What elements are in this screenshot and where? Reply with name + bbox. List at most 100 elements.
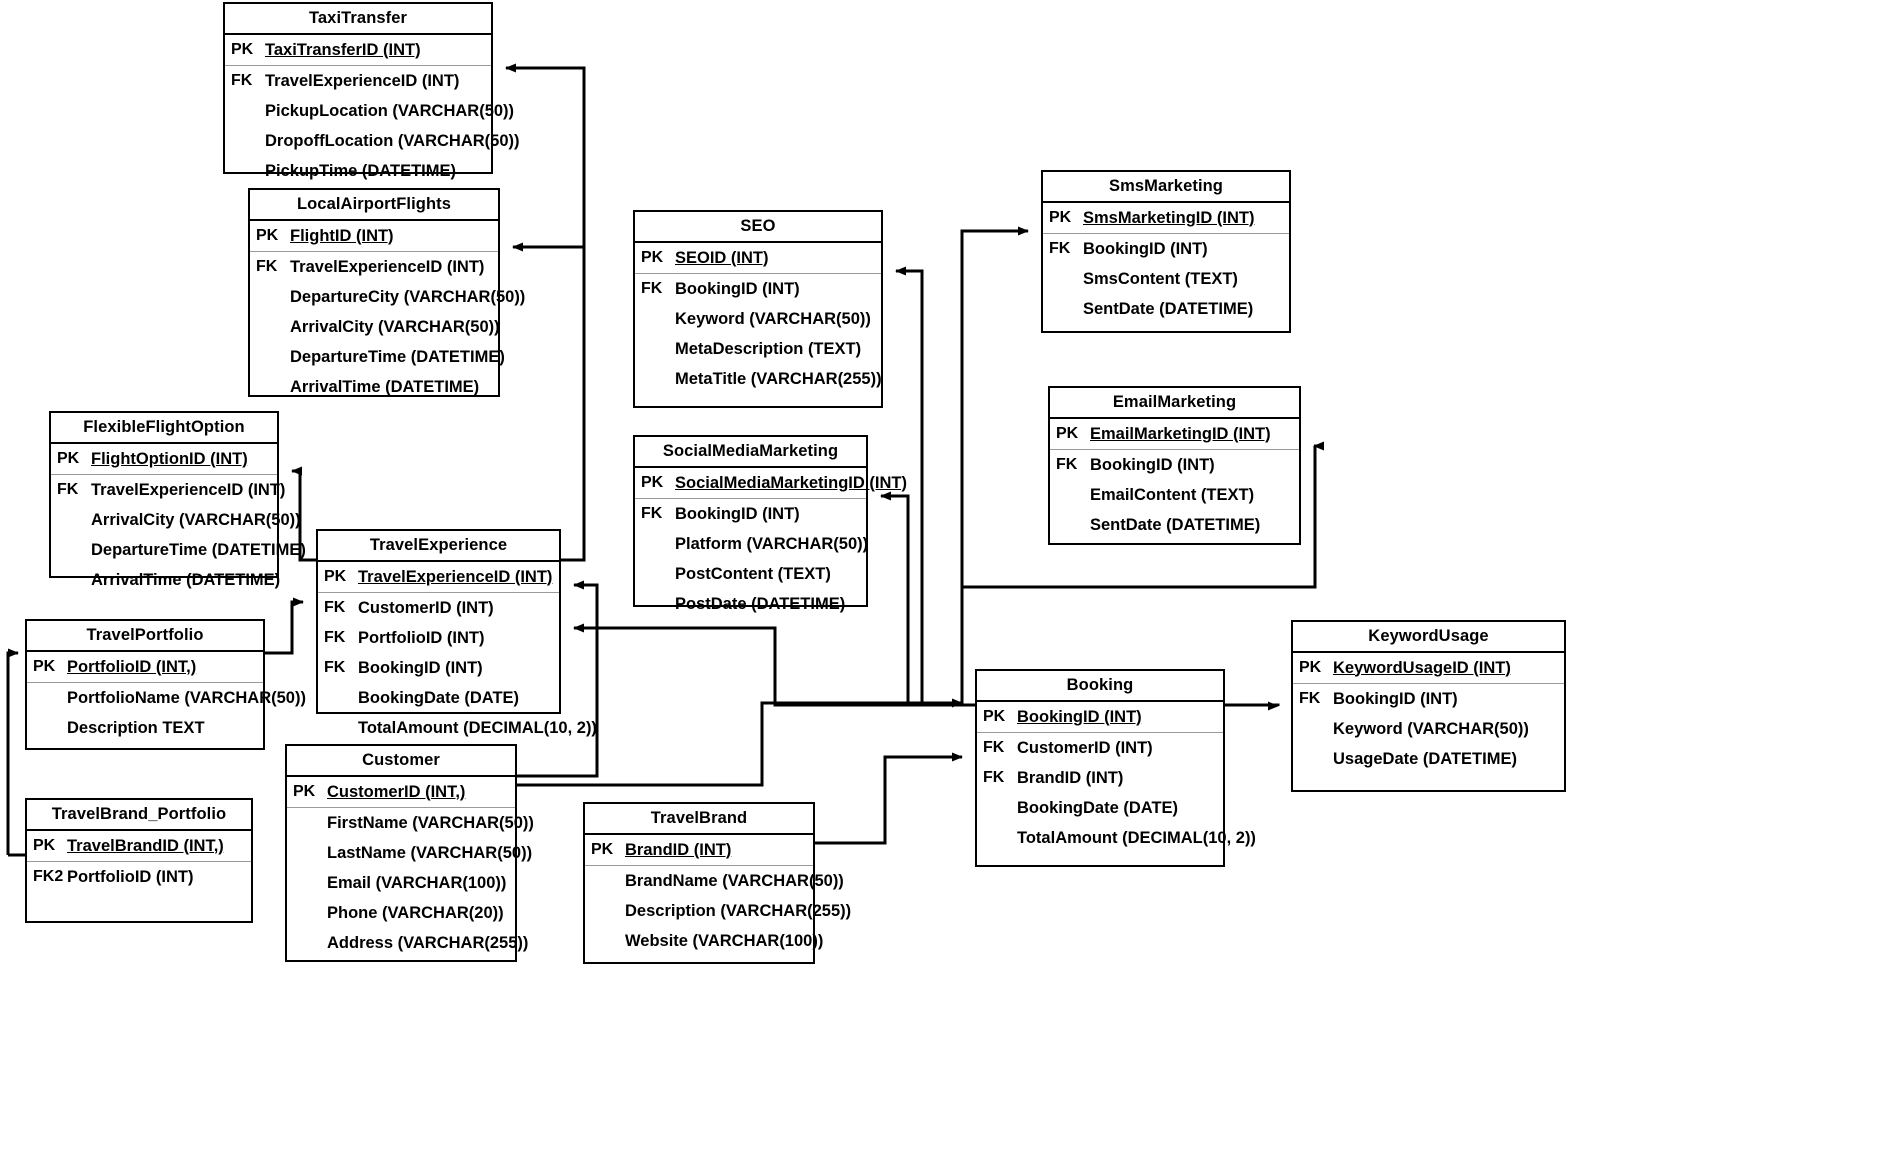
- attribute-name: ArrivalCity (VARCHAR(50)): [91, 510, 301, 529]
- attribute-row[interactable]: TotalAmount (DECIMAL(10, 2)): [977, 823, 1256, 853]
- attribute-row[interactable]: Description (VARCHAR(255)): [585, 896, 851, 926]
- attribute-key: PK: [231, 41, 254, 58]
- attribute-row[interactable]: BrandName (VARCHAR(50)): [585, 866, 844, 896]
- attribute-row[interactable]: LastName (VARCHAR(50)): [287, 838, 532, 868]
- attribute-row[interactable]: Address (VARCHAR(255)): [287, 928, 528, 958]
- attribute-row[interactable]: TotalAmount (DECIMAL(10, 2)): [318, 713, 597, 743]
- attribute-row[interactable]: PickupLocation (VARCHAR(50)): [225, 96, 514, 126]
- attribute-key: FK: [324, 629, 346, 646]
- attribute-row[interactable]: DepartureCity (VARCHAR(50)): [250, 282, 525, 312]
- attribute-row[interactable]: DepartureTime (DATETIME): [250, 342, 505, 372]
- attribute-name: PortfolioName (VARCHAR(50)): [67, 688, 306, 707]
- attribute-row[interactable]: SmsContent (TEXT): [1043, 264, 1289, 294]
- entity-title: SEO: [635, 212, 881, 243]
- attribute-row[interactable]: PostContent (TEXT): [635, 559, 866, 589]
- attribute-row[interactable]: Description TEXT: [27, 713, 263, 743]
- attribute-row[interactable]: MetaTitle (VARCHAR(255)): [635, 364, 882, 394]
- attribute-row-pk[interactable]: PK TaxiTransferID (INT): [225, 35, 491, 66]
- attribute-key: PK: [1299, 659, 1322, 676]
- attribute-row[interactable]: Phone (VARCHAR(20)): [287, 898, 515, 928]
- attribute-row[interactable]: Website (VARCHAR(100)): [585, 926, 823, 956]
- attribute-name: TravelExperienceID (INT): [290, 257, 485, 276]
- attribute-row[interactable]: SentDate (DATETIME): [1050, 510, 1299, 540]
- rel-customer-booking: [517, 698, 963, 787]
- attribute-row[interactable]: ArrivalTime (DATETIME): [51, 565, 280, 595]
- attribute-row[interactable]: ArrivalTime (DATETIME): [250, 372, 498, 402]
- attribute-row[interactable]: Keyword (VARCHAR(50)): [635, 304, 881, 334]
- attribute-row[interactable]: Keyword (VARCHAR(50)): [1293, 714, 1564, 744]
- attribute-row[interactable]: SentDate (DATETIME): [1043, 294, 1289, 324]
- attribute-name: FlightOptionID (INT): [91, 449, 248, 468]
- attribute-row[interactable]: ArrivalCity (VARCHAR(50)): [51, 505, 301, 535]
- attribute-row[interactable]: PickupTime (DATETIME): [225, 156, 491, 186]
- attribute-row[interactable]: FirstName (VARCHAR(50)): [287, 808, 534, 838]
- attribute-row[interactable]: DepartureTime (DATETIME): [51, 535, 306, 565]
- attribute-row[interactable]: BookingDate (DATE): [977, 793, 1223, 823]
- attribute-name: TaxiTransferID (INT): [265, 40, 421, 59]
- attribute-row[interactable]: ArrivalCity (VARCHAR(50)): [250, 312, 500, 342]
- attribute-row[interactable]: BookingDate (DATE): [318, 683, 559, 713]
- attribute-row[interactable]: EmailContent (TEXT): [1050, 480, 1299, 510]
- attribute-row[interactable]: DropoffLocation (VARCHAR(50)): [225, 126, 520, 156]
- attribute-name: Website (VARCHAR(100)): [625, 931, 824, 950]
- entity-title: TaxiTransfer: [225, 4, 491, 35]
- attribute-row[interactable]: MetaDescription (TEXT): [635, 334, 881, 364]
- attribute-row[interactable]: Platform (VARCHAR(50)): [635, 529, 868, 559]
- attribute-key: FK2: [33, 868, 64, 885]
- attribute-name: EmailContent (TEXT): [1090, 485, 1255, 504]
- attribute-row[interactable]: PostDate (DATETIME): [635, 589, 866, 619]
- attribute-name: Address (VARCHAR(255)): [327, 933, 529, 952]
- rel-booking-seo: [895, 266, 975, 707]
- attribute-row[interactable]: UsageDate (DATETIME): [1293, 744, 1564, 774]
- attribute-name: PickupTime (DATETIME): [265, 161, 456, 180]
- attribute-row[interactable]: Email (VARCHAR(100)): [287, 868, 515, 898]
- attribute-row[interactable]: PortfolioName (VARCHAR(50)): [27, 683, 306, 713]
- attribute-key: PK: [591, 841, 614, 858]
